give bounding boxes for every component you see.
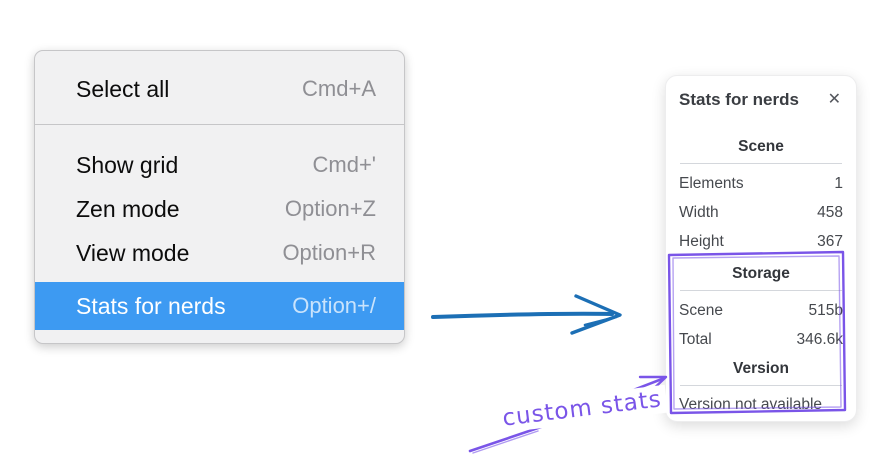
menu-item-label: Show grid [76, 151, 179, 178]
menu-item-label: Select all [76, 75, 170, 102]
stat-value: 367 [817, 232, 843, 250]
stats-panel: Stats for nerds ✕ Scene Elements 1 Width… [665, 75, 857, 422]
stat-label: Total [679, 330, 712, 348]
menu-item-label: Stats for nerds [76, 292, 226, 319]
section-divider [680, 385, 842, 386]
menu-item-view-mode[interactable]: View mode Option+R [35, 231, 404, 275]
menu-item-label: View mode [76, 239, 190, 266]
stat-row-elements: Elements 1 [679, 169, 843, 198]
section-divider [680, 290, 842, 291]
section-heading-version: Version [733, 360, 789, 377]
menu-group-top: Select all Cmd+A [35, 51, 404, 124]
stats-panel-header: Stats for nerds ✕ [679, 86, 843, 114]
stat-label: Height [679, 232, 724, 250]
menu-item-select-all[interactable]: Select all Cmd+A [35, 64, 404, 114]
section-heading-scene: Scene [738, 138, 784, 155]
stat-value: 346.6k [796, 330, 843, 348]
section-divider [680, 163, 842, 164]
stat-label: Elements [679, 174, 744, 192]
menu-item-label: Zen mode [76, 195, 180, 222]
stat-value: 458 [817, 203, 843, 221]
blue-arrow [431, 294, 622, 335]
menu-item-show-grid[interactable]: Show grid Cmd+' [35, 143, 404, 187]
menu-group-bottom: Show grid Cmd+' Zen mode Option+Z View m… [35, 125, 404, 343]
menu-item-shortcut: Option+Z [284, 196, 376, 221]
menu-divider [35, 124, 404, 125]
stats-panel-title: Stats for nerds [679, 90, 799, 109]
menu-item-shortcut: Option+/ [292, 293, 376, 318]
stat-row-total-storage: Total 346.6k [679, 325, 843, 354]
stat-value: 1 [834, 174, 843, 192]
context-menu: Select all Cmd+A Show grid Cmd+' Zen mod… [34, 50, 405, 344]
stat-row-height: Height 367 [679, 227, 843, 256]
stat-row-scene-storage: Scene 515b [679, 296, 843, 325]
stat-value: 515b [808, 301, 843, 319]
menu-item-stats-for-nerds[interactable]: Stats for nerds Option+/ [35, 282, 404, 330]
close-icon[interactable]: ✕ [827, 91, 841, 108]
stat-row-width: Width 458 [679, 198, 843, 227]
menu-item-shortcut: Option+R [282, 240, 376, 265]
menu-item-zen-mode[interactable]: Zen mode Option+Z [35, 187, 404, 231]
custom-stats-annotation: custom stats [495, 384, 669, 434]
menu-item-shortcut: Cmd+' [312, 152, 377, 177]
version-note: Version not available [679, 396, 823, 413]
menu-item-shortcut: Cmd+A [302, 76, 376, 101]
stat-label: Scene [679, 301, 723, 319]
section-heading-storage: Storage [732, 265, 790, 282]
stat-label: Width [679, 203, 719, 221]
